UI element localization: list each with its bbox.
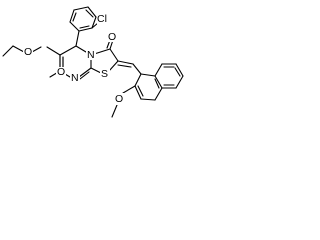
sulfur-label: S xyxy=(101,68,108,80)
ester-oxygen-label-1: O xyxy=(24,46,32,58)
bond-skeleton xyxy=(2,6,184,118)
chemical-structure-drawing: O O Cl O N N S O xyxy=(2,6,184,118)
atom-labels: O O Cl O N N S O xyxy=(23,13,125,105)
chlorine-label: Cl xyxy=(97,13,107,25)
ketone-oxygen-label: O xyxy=(108,31,116,43)
ester-oxygen-label-2: O xyxy=(57,66,65,78)
ring-nitrogen-label-2: N xyxy=(71,72,79,84)
ring-nitrogen-label-1: N xyxy=(87,49,95,61)
methoxy-oxygen-label: O xyxy=(115,93,123,105)
